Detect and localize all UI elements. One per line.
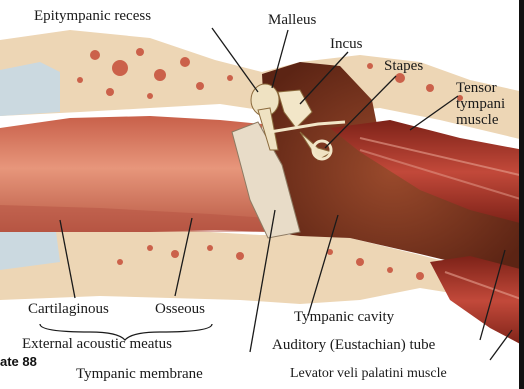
label-tensor-2: tympani xyxy=(456,96,505,113)
label-external-acoustic-meatus: External acoustic meatus xyxy=(22,336,172,353)
label-epitympanic-recess: Epitympanic recess xyxy=(34,8,151,25)
label-tympanic-membrane: Tympanic membrane xyxy=(76,366,203,383)
label-malleus: Malleus xyxy=(268,12,316,29)
label-auditory-tube: Auditory (Eustachian) tube xyxy=(272,337,435,354)
label-incus: Incus xyxy=(330,36,363,53)
label-tympanic-cavity: Tympanic cavity xyxy=(294,309,394,326)
label-cartilaginous: Cartilaginous xyxy=(28,301,109,318)
label-tensor-3: muscle xyxy=(456,112,499,129)
label-tensor-1: Tensor xyxy=(456,80,497,97)
right-border xyxy=(519,0,524,389)
label-stapes: Stapes xyxy=(384,58,423,75)
plate-number: ate 88 xyxy=(0,354,37,369)
label-levator: Levator veli palatini muscle xyxy=(290,365,447,382)
label-osseous: Osseous xyxy=(155,301,205,318)
cartilage-upper xyxy=(0,62,60,116)
